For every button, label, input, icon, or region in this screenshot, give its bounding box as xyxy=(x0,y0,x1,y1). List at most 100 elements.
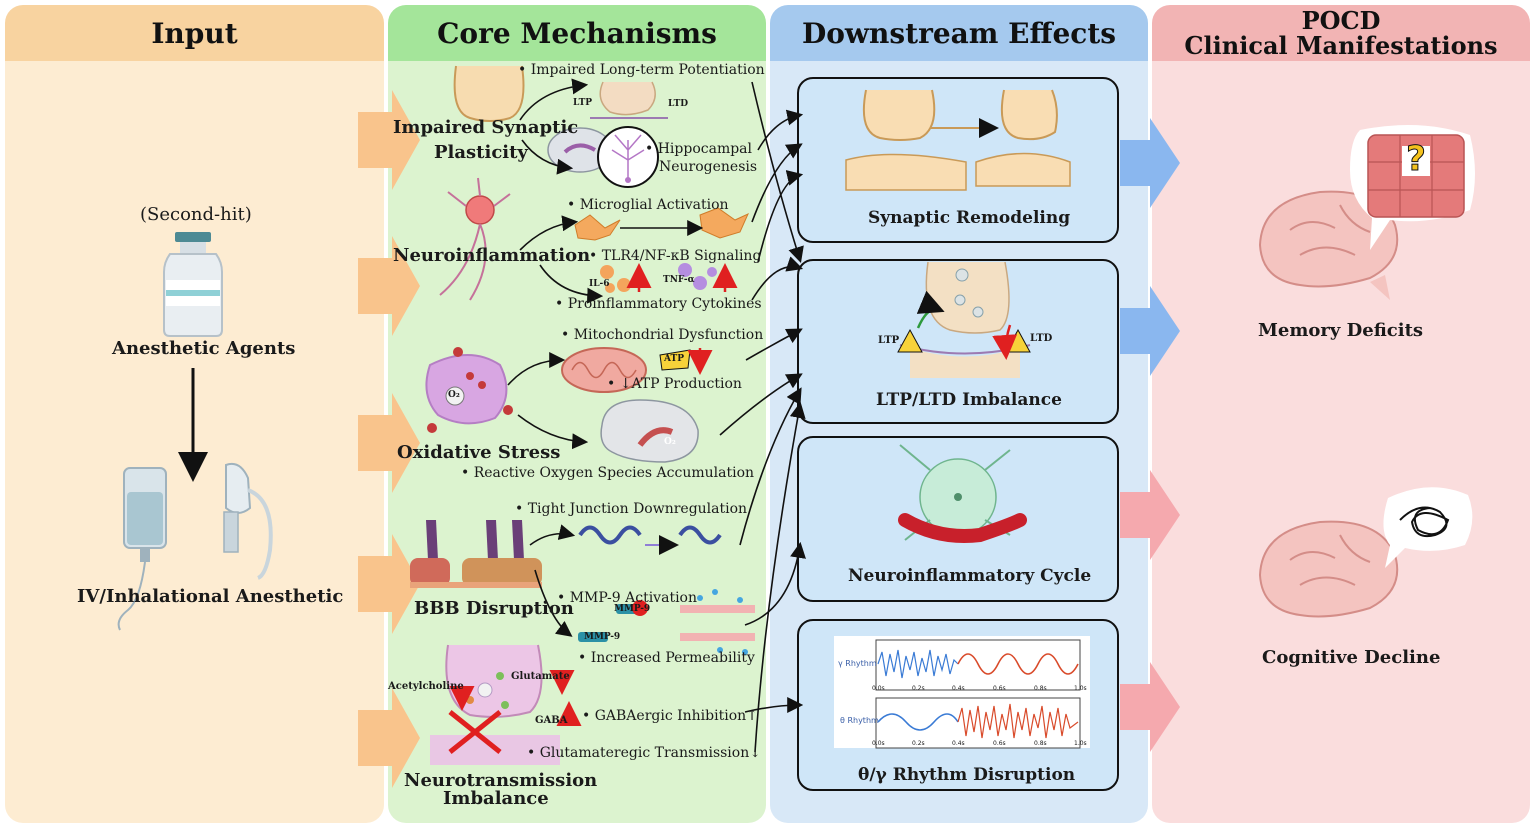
tick-label: 0.8s xyxy=(1034,685,1047,692)
mmp9-tag-1: MMP-9 xyxy=(614,604,651,614)
input-arrow-3 xyxy=(358,393,420,493)
microglia-icon xyxy=(439,177,511,301)
mmp9-text: MMP-9 Activation xyxy=(569,590,697,606)
hippocampal-neuron-icon xyxy=(597,126,659,188)
tick-label: 0.2s xyxy=(912,685,925,692)
increase-arrows-inflammation xyxy=(626,263,738,292)
neuroinflammation-title: Neuroinflammation xyxy=(393,245,591,266)
iv-bag-icon xyxy=(117,467,167,631)
o2-tag-brain: O₂ xyxy=(664,437,676,447)
pocd-header-line2: Clinical Manifestations xyxy=(1184,31,1498,60)
neurogenesis-label: Neurogenesis xyxy=(659,159,758,175)
question-mark-icon: ? xyxy=(1406,139,1426,179)
gamma-rhythm-label: γ Rhythm xyxy=(838,659,877,668)
anesthetic-agents-label: Anesthetic Agents xyxy=(112,338,296,359)
permeability-text: Increased Permeability xyxy=(590,650,755,666)
vial-icon xyxy=(163,232,223,337)
oxidative-connectors xyxy=(507,352,589,450)
oxidative-cell-icon xyxy=(425,347,513,433)
bbb-connectors xyxy=(529,524,576,637)
gaba-inhibition-item: • GABAergic Inhibition↑ xyxy=(582,708,758,724)
activated-microglia-icons xyxy=(574,207,749,241)
microglial-activation-item: • Microglial Activation xyxy=(567,197,729,213)
bbb-icon xyxy=(410,520,542,588)
core-ltd-tag: LTD xyxy=(668,99,689,109)
impaired-ltp-item: • Impaired Long-term Potentiation xyxy=(518,62,765,78)
input-arrow-2 xyxy=(358,236,420,336)
impaired-ltp-text: Impaired Long-term Potentiation xyxy=(530,62,765,78)
anesthesia-mask-icon xyxy=(223,462,273,580)
ltp-ltd-imbalance-label: LTP/LTD Imbalance xyxy=(876,390,1062,410)
synaptic-remodeling-icon xyxy=(845,89,1071,191)
tick-label: 0.8s xyxy=(1034,740,1047,747)
iv-inhalational-label: IV/Inhalational Anesthetic xyxy=(77,586,344,607)
gaba-tag: GABA xyxy=(535,715,568,726)
neurotransmission-title-2: Imbalance xyxy=(443,788,549,809)
input-arrows xyxy=(358,90,420,788)
acetylcholine-tag: Acetylcholine xyxy=(388,681,464,692)
ltd-warning-icon xyxy=(992,324,1031,360)
il6-tag: IL-6 xyxy=(589,279,610,289)
gamma-fast-trace xyxy=(877,649,959,679)
second-hit-label: (Second-hit) xyxy=(140,204,252,225)
tlr4-text: TLR4/NF-κB Signaling xyxy=(601,248,762,264)
cognitive-bubble-icon xyxy=(1383,487,1473,568)
oxidative-stress-title: Oxidative Stress xyxy=(397,442,561,463)
tight-junction-item: • Tight Junction Downregulation xyxy=(515,501,748,517)
ltp-warning-icon xyxy=(897,290,945,353)
tick-label: 0.2s xyxy=(912,740,925,747)
downstream-ltp-tag: LTP xyxy=(878,335,900,346)
ros-text: Reactive Oxygen Species Accumulation xyxy=(473,465,755,481)
neuroinflammatory-cycle-label: Neuroinflammatory Cycle xyxy=(848,566,1092,586)
hippocampal-text: Hippocampal xyxy=(657,141,753,157)
neurotransmission-indicators xyxy=(449,670,582,726)
mito-dysfunction-text: Mitochondrial Dysfunction xyxy=(573,327,764,343)
glutamate-tag: Glutamate xyxy=(511,671,570,682)
pocd-header-line1: POCD xyxy=(1301,6,1381,35)
synapse-icon xyxy=(453,65,668,122)
cognitive-decline-label: Cognitive Decline xyxy=(1262,647,1441,668)
atp-tag: ATP xyxy=(664,354,684,364)
cytokines-text: Proinflammatory Cytokines xyxy=(567,296,762,312)
mito-dysfunction-item: • Mitochondrial Dysfunction xyxy=(561,327,764,343)
output-arrow-pink-2 xyxy=(1120,662,1180,752)
tick-label: 0.6s xyxy=(993,685,1006,692)
input-arrow-5 xyxy=(358,688,420,788)
tick-label: 0.0s xyxy=(872,740,885,747)
cytokines-item: • Proinflammatory Cytokines xyxy=(555,296,762,312)
brain-ros-icon xyxy=(600,399,699,463)
synaptic-connectors xyxy=(519,78,589,175)
input-header: Input xyxy=(5,5,384,61)
core-ltp-tag: LTP xyxy=(573,98,593,108)
glutamate-transmission-text: Glutamateregic Transmission↓ xyxy=(539,745,761,761)
tick-label: 0.6s xyxy=(993,740,1006,747)
memory-deficits-label: Memory Deficits xyxy=(1258,320,1424,341)
ltp-ltd-synapse-icon xyxy=(899,261,1031,378)
mitochondria-icon xyxy=(561,347,647,393)
impaired-synaptic-title-2: Plasticity xyxy=(434,142,528,163)
microglial-activation-text: Microglial Activation xyxy=(579,197,729,213)
tick-label: 0.0s xyxy=(872,685,885,692)
output-arrows xyxy=(1120,118,1180,752)
tight-junction-text: Tight Junction Downregulation xyxy=(527,501,748,517)
mmp9-tag-2: MMP-9 xyxy=(584,632,621,642)
rhythm-chart xyxy=(834,636,1090,749)
tlr4-item: • TLR4/NF-κB Signaling xyxy=(589,248,762,264)
theta-slow-trace xyxy=(877,713,959,731)
glutamate-transmission-item: • Glutamateregic Transmission↓ xyxy=(527,745,761,761)
downstream-ltd-tag: LTD xyxy=(1030,333,1053,344)
synaptic-remodeling-label: Synaptic Remodeling xyxy=(868,208,1071,228)
neurotransmission-title-1: Neurotransmission xyxy=(404,770,598,791)
bbb-disruption-title: BBB Disruption xyxy=(414,598,574,619)
atp-production-text: ↓ATP Production xyxy=(619,376,742,392)
tick-label: 1.0s xyxy=(1074,685,1087,692)
theta-fast-trace xyxy=(957,703,1079,739)
inflammation-connectors xyxy=(519,215,704,304)
theta-rhythm-label: θ Rhythm xyxy=(840,716,879,725)
brain-cognitive-icon xyxy=(1258,520,1399,618)
input-arrow-4 xyxy=(358,534,420,634)
downstream-effects-header: Downstream Effects xyxy=(770,5,1148,61)
pocd-header: POCD Clinical Manifestations xyxy=(1152,5,1530,61)
gamma-slow-trace xyxy=(957,653,1079,675)
